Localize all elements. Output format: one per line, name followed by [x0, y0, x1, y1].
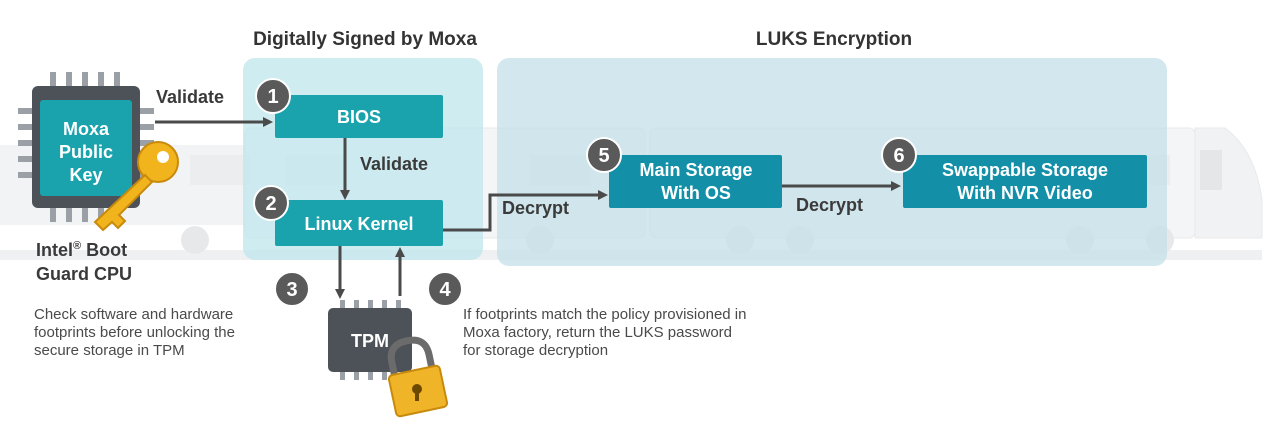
step-1-badge [255, 78, 291, 114]
step-5-badge [586, 137, 622, 173]
linux-kernel-box [275, 200, 443, 246]
tpm-label: TPM [351, 331, 389, 351]
train-window [190, 155, 250, 185]
edge-label-bios-kernel: Validate [360, 154, 428, 174]
swappable-storage-box [903, 155, 1147, 208]
step-5-number: 5 [598, 145, 609, 167]
main-storage-label-line1: Main Storage [639, 160, 752, 180]
swappable-storage-label-line2: With NVR Video [957, 183, 1093, 203]
step-6-number: 6 [893, 145, 904, 167]
step-6-badge [881, 137, 917, 173]
tpm-chip-pins [340, 300, 401, 380]
cpu-caption-intel: Intel [36, 240, 73, 260]
edge-label-cpu-bios: Validate [156, 87, 224, 107]
edge-label-kernel-main: Decrypt [502, 198, 569, 218]
luks-encryption-header: LUKS Encryption [756, 29, 912, 50]
cpu-caption-line1: Intel® Boot [36, 240, 127, 260]
digitally-signed-header: Digitally Signed by Moxa [253, 29, 477, 50]
arrow-kernel-to-main [443, 190, 608, 232]
cpu-caption-boot: Boot [81, 240, 127, 260]
cpu-label-line1: Moxa [63, 119, 110, 139]
key-icon [93, 141, 179, 232]
cpu-caption-line2: Guard CPU [36, 264, 132, 284]
step-4-badge [427, 271, 463, 307]
step4-desc-line3: for storage decryption [463, 342, 608, 359]
step-2-badge [253, 185, 289, 221]
swappable-storage-label-line1: Swappable Storage [942, 160, 1108, 180]
step3-desc-line1: Check software and hardware [34, 306, 233, 323]
main-storage-box [609, 155, 782, 208]
train-window-front [1200, 150, 1222, 190]
cpu-chip: Moxa Public Key [18, 72, 154, 222]
step-3-badge [274, 271, 310, 307]
linux-kernel-label: Linux Kernel [304, 214, 413, 234]
step4-desc-line1: If footprints match the policy provision… [463, 306, 746, 323]
cpu-caption-registered: ® [73, 240, 81, 252]
padlock-icon [387, 336, 449, 418]
edge-label-main-swap: Decrypt [796, 195, 863, 215]
step3-desc-line3: secure storage in TPM [34, 342, 185, 359]
step-3-number: 3 [286, 279, 297, 301]
step-2-number: 2 [265, 193, 276, 215]
bios-label: BIOS [337, 107, 381, 127]
step-4-number: 4 [439, 279, 451, 301]
luks-encryption-region [497, 58, 1167, 266]
step3-desc-line2: footprints before unlocking the [34, 324, 235, 341]
main-storage-label-line2: With OS [661, 183, 731, 203]
cpu-label-line3: Key [69, 165, 102, 185]
step-1-number: 1 [267, 86, 278, 108]
step4-desc-line2: Moxa factory, return the LUKS password [463, 324, 732, 341]
bios-box [275, 95, 443, 138]
train-wheel [181, 226, 209, 254]
cpu-label-line2: Public [59, 142, 113, 162]
cpu-chip-die [40, 100, 132, 196]
